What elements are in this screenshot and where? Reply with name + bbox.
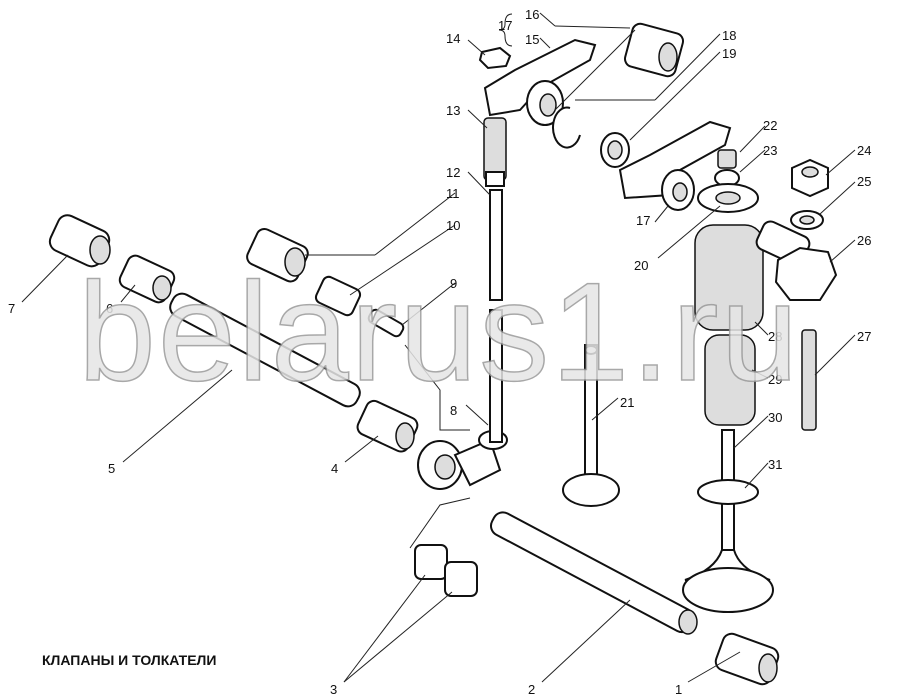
- part-6-bushing: [118, 254, 176, 304]
- label-3: 3: [330, 682, 337, 697]
- label-21: 21: [620, 395, 634, 410]
- part-21-valve: [562, 344, 620, 507]
- part-10-bushing: [314, 275, 362, 317]
- part-11-bushing: [246, 228, 309, 283]
- part-9-pin: [367, 308, 405, 338]
- label-11: 11: [446, 186, 460, 201]
- label-26: 26: [857, 233, 871, 248]
- label-27: 27: [857, 329, 871, 344]
- part-24-nut: [791, 158, 829, 198]
- label-30: 30: [768, 410, 782, 425]
- label-13: 13: [446, 103, 460, 118]
- part-30-31-valve: [682, 429, 774, 613]
- label-5: 5: [108, 461, 115, 476]
- part-14-nut: [478, 46, 512, 70]
- part-28-outer-spring: [694, 224, 764, 331]
- label-8: 8: [450, 403, 457, 418]
- label-17-lower: 17: [636, 213, 650, 228]
- label-10: 10: [446, 218, 460, 233]
- assembly-line: [404, 344, 470, 431]
- label-2: 2: [528, 682, 535, 697]
- part-4-bushing: [356, 399, 419, 453]
- leader-lines: [21, 12, 856, 683]
- part-13-adjusting-screw: [483, 117, 507, 187]
- label-6: 6: [106, 301, 113, 316]
- part-15-rocker-arm: [483, 38, 597, 126]
- label-31: 31: [768, 457, 782, 472]
- label-19: 19: [722, 46, 736, 61]
- part-26-adjuster: [755, 220, 838, 301]
- part-16-bushing: [623, 22, 685, 78]
- label-29: 29: [768, 372, 782, 387]
- part-18-ring: [552, 106, 581, 149]
- label-16: 16: [525, 7, 539, 22]
- label-25: 25: [857, 174, 871, 189]
- assembly-arrow: [409, 497, 471, 549]
- part-5-rocker-shaft: [169, 292, 361, 408]
- part-2-rocker-shaft: [490, 511, 698, 635]
- part-17-rocker-arm: [618, 120, 732, 211]
- label-23: 23: [763, 143, 777, 158]
- label-4: 4: [331, 461, 338, 476]
- part-1-bushing: [714, 632, 780, 686]
- part-12-push-rod: [489, 189, 503, 443]
- diagram-title: КЛАПАНЫ И ТОЛКАТЕЛИ: [42, 652, 217, 668]
- part-7-bushing: [48, 214, 111, 268]
- part-8-rocker-arm: [417, 430, 508, 490]
- label-18: 18: [722, 28, 736, 43]
- watermark: belarus1.ru: [77, 253, 801, 410]
- label-7: 7: [8, 301, 15, 316]
- label-17: 17: [498, 18, 512, 33]
- label-20: 20: [634, 258, 648, 273]
- part-20-spring-plate: [697, 183, 759, 213]
- label-14: 14: [446, 31, 460, 46]
- label-24: 24: [857, 143, 871, 158]
- part-25-washer: [790, 210, 824, 230]
- part-22-23-cap: [714, 149, 740, 187]
- part-3-bushings: [414, 544, 478, 597]
- part-29-inner-spring: [704, 334, 756, 426]
- label-22: 22: [763, 118, 777, 133]
- label-12: 12: [446, 165, 460, 180]
- label-1: 1: [675, 682, 682, 697]
- label-9: 9: [450, 276, 457, 291]
- part-27-stud: [801, 329, 817, 431]
- part-19-washer: [600, 132, 630, 168]
- label-15: 15: [525, 32, 539, 47]
- label-28: 28: [768, 329, 782, 344]
